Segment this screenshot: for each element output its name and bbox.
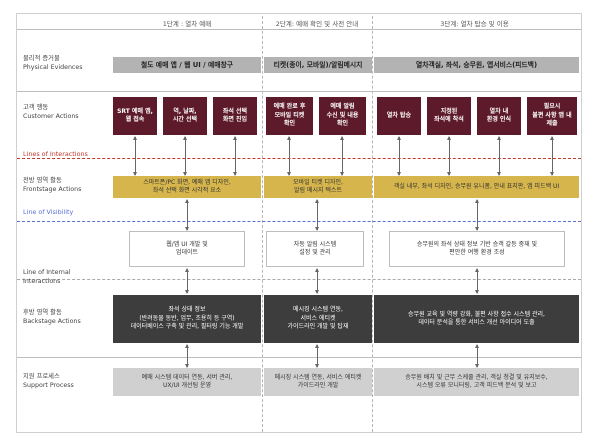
backstage-box: 메시징 시스템 연동, 서비스 에티켓 가이드라인 개발 및 탑재	[264, 295, 372, 343]
row-label-ko: 전방 영역 활동	[23, 177, 62, 184]
row-label-support: 지원 프로세스 Support Process	[23, 372, 74, 390]
internal-process-box: 웹/앱 UI 개발 및 업데이트	[129, 231, 245, 267]
customer-action-box: 지정된 좌석에 착석	[427, 97, 471, 135]
row-divider	[17, 357, 581, 358]
phase-divider	[262, 16, 263, 432]
physical-evidence-box: 철도 예매 앱 / 웹 UI / 예매창구	[113, 57, 261, 73]
row-divider	[17, 91, 581, 92]
interaction-arrow	[550, 136, 554, 176]
customer-action-box: 열차 내 환경 인식	[477, 97, 521, 135]
interaction-arrow	[185, 344, 189, 368]
frontstage-box: 객실 내부, 좌석 디자인, 승무원 유니폼, 안내 표지판, 앱 피드백 UI	[374, 176, 579, 198]
customer-action-box: 좌석 선택 화면 진입	[213, 97, 257, 135]
interaction-arrow	[315, 268, 319, 294]
backstage-box: 좌석 상태 정보 (반려동물 동반, 업무, 조용히 등 구역) 데이터베이스 …	[113, 295, 261, 343]
phase-3-title: 3단계: 열차 탑승 및 이용	[440, 20, 509, 28]
interaction-arrow	[475, 344, 479, 368]
interaction-arrow	[497, 136, 501, 176]
row-label-internal: Line of Internal Interactions	[23, 268, 70, 286]
row-label-ko: 지원 프로세스	[23, 373, 60, 380]
interaction-arrow	[133, 136, 137, 176]
interaction-arrow	[447, 136, 451, 176]
support-process-box: 승무원 배치 및 근무 스케줄 관리, 객실 청결 및 유지보수, 시스템 오류…	[374, 368, 579, 396]
blueprint-frame: 1단계 : 열차 예매 2단계: 예매 확인 및 사전 안내 3단계: 열차 탑…	[16, 13, 582, 433]
row-label-en: Frontstage Actions	[23, 186, 82, 193]
phase-1-title: 1단계 : 열차 예매	[162, 20, 212, 28]
row-label-ko: 물리적 증거물	[23, 55, 60, 62]
frontstage-box: 스마트폰/PC 화면, 예매 앱 디자인, 좌석 선택 화면 시각적 요소	[113, 176, 261, 198]
interaction-arrow	[397, 136, 401, 176]
row-label-en: Support Process	[23, 382, 74, 389]
interaction-arrow	[287, 136, 291, 176]
phase-2-title: 2단계: 예매 확인 및 사전 안내	[275, 20, 359, 28]
internal-process-box: 승무원의 좌석 상태 정보 기반 승객 갈등 중재 및 편안한 여행 환경 조성	[389, 231, 565, 267]
support-process-box: 메시징 시스템 연동, 서비스 에티켓 가이드라인 개발	[264, 368, 372, 396]
interaction-arrow	[315, 199, 319, 231]
row-label-en: Customer Actions	[23, 113, 79, 120]
interaction-arrow	[475, 268, 479, 294]
customer-action-box: 필요시 불편 사항 앱 내 제출	[527, 97, 577, 135]
row-label-ko: Line of Internal	[23, 269, 71, 276]
interaction-arrow	[183, 136, 187, 176]
row-label-physical: 물리적 증거물 Physical Evidences	[23, 54, 83, 72]
row-label-frontstage: 전방 영역 활동 Frontstage Actions	[23, 176, 81, 194]
interaction-arrow	[315, 344, 319, 368]
header-divider	[17, 29, 581, 30]
row-label-customer: 고객 행동 Customer Actions	[23, 103, 79, 121]
interaction-arrow	[185, 268, 189, 294]
row-label-en: Interactions	[23, 278, 61, 285]
customer-action-box: 열차 탑승	[377, 97, 421, 135]
line-of-interactions	[17, 158, 581, 159]
line-of-internal-interactions	[17, 279, 581, 280]
customer-action-box: 예매 완료 후 모바일 티켓 확인	[266, 97, 313, 135]
customer-action-box: SRT 예매 앱, 웹 접속	[113, 97, 157, 135]
customer-action-box: 역, 날짜, 시간 선택	[163, 97, 207, 135]
physical-evidence-box: 티켓(종이, 모바일)/알림메시지	[264, 57, 372, 73]
line-of-interactions-label: Lines of Interactions	[23, 150, 88, 158]
customer-action-box: 예매 알림 수신 및 내용 확인	[319, 97, 366, 135]
internal-process-box: 자동 알림 시스템 설정 및 관리	[266, 231, 364, 267]
interaction-arrow	[475, 199, 479, 231]
backstage-box: 승무원 교육 및 역량 강화, 불편 사항 접수 시스템 관리, 데이터 분석을…	[374, 295, 579, 343]
interaction-arrow	[185, 199, 189, 231]
phase-divider	[372, 16, 373, 432]
row-label-backstage: 후방 영역 활동 Backstage Actions	[23, 308, 81, 326]
support-process-box: 예매 시스템 데이터 연동, 서버 관리, UX/UI 개선팀 운영	[113, 368, 261, 396]
line-of-visibility-label: Line of Visibility	[23, 208, 74, 216]
row-label-ko: 고객 행동	[23, 104, 49, 111]
physical-evidence-box: 열차객실, 좌석, 승무원, 앱서비스(피드백)	[374, 57, 579, 73]
interaction-arrow	[340, 136, 344, 176]
row-label-ko: 후방 영역 활동	[23, 309, 62, 316]
row-label-en: Physical Evidences	[23, 64, 83, 71]
row-label-en: Backstage Actions	[23, 318, 81, 325]
frontstage-box: 모바일 티켓 디자인, 알림 메시지 텍스트	[264, 176, 372, 198]
interaction-arrow	[233, 136, 237, 176]
line-of-visibility	[17, 221, 581, 222]
